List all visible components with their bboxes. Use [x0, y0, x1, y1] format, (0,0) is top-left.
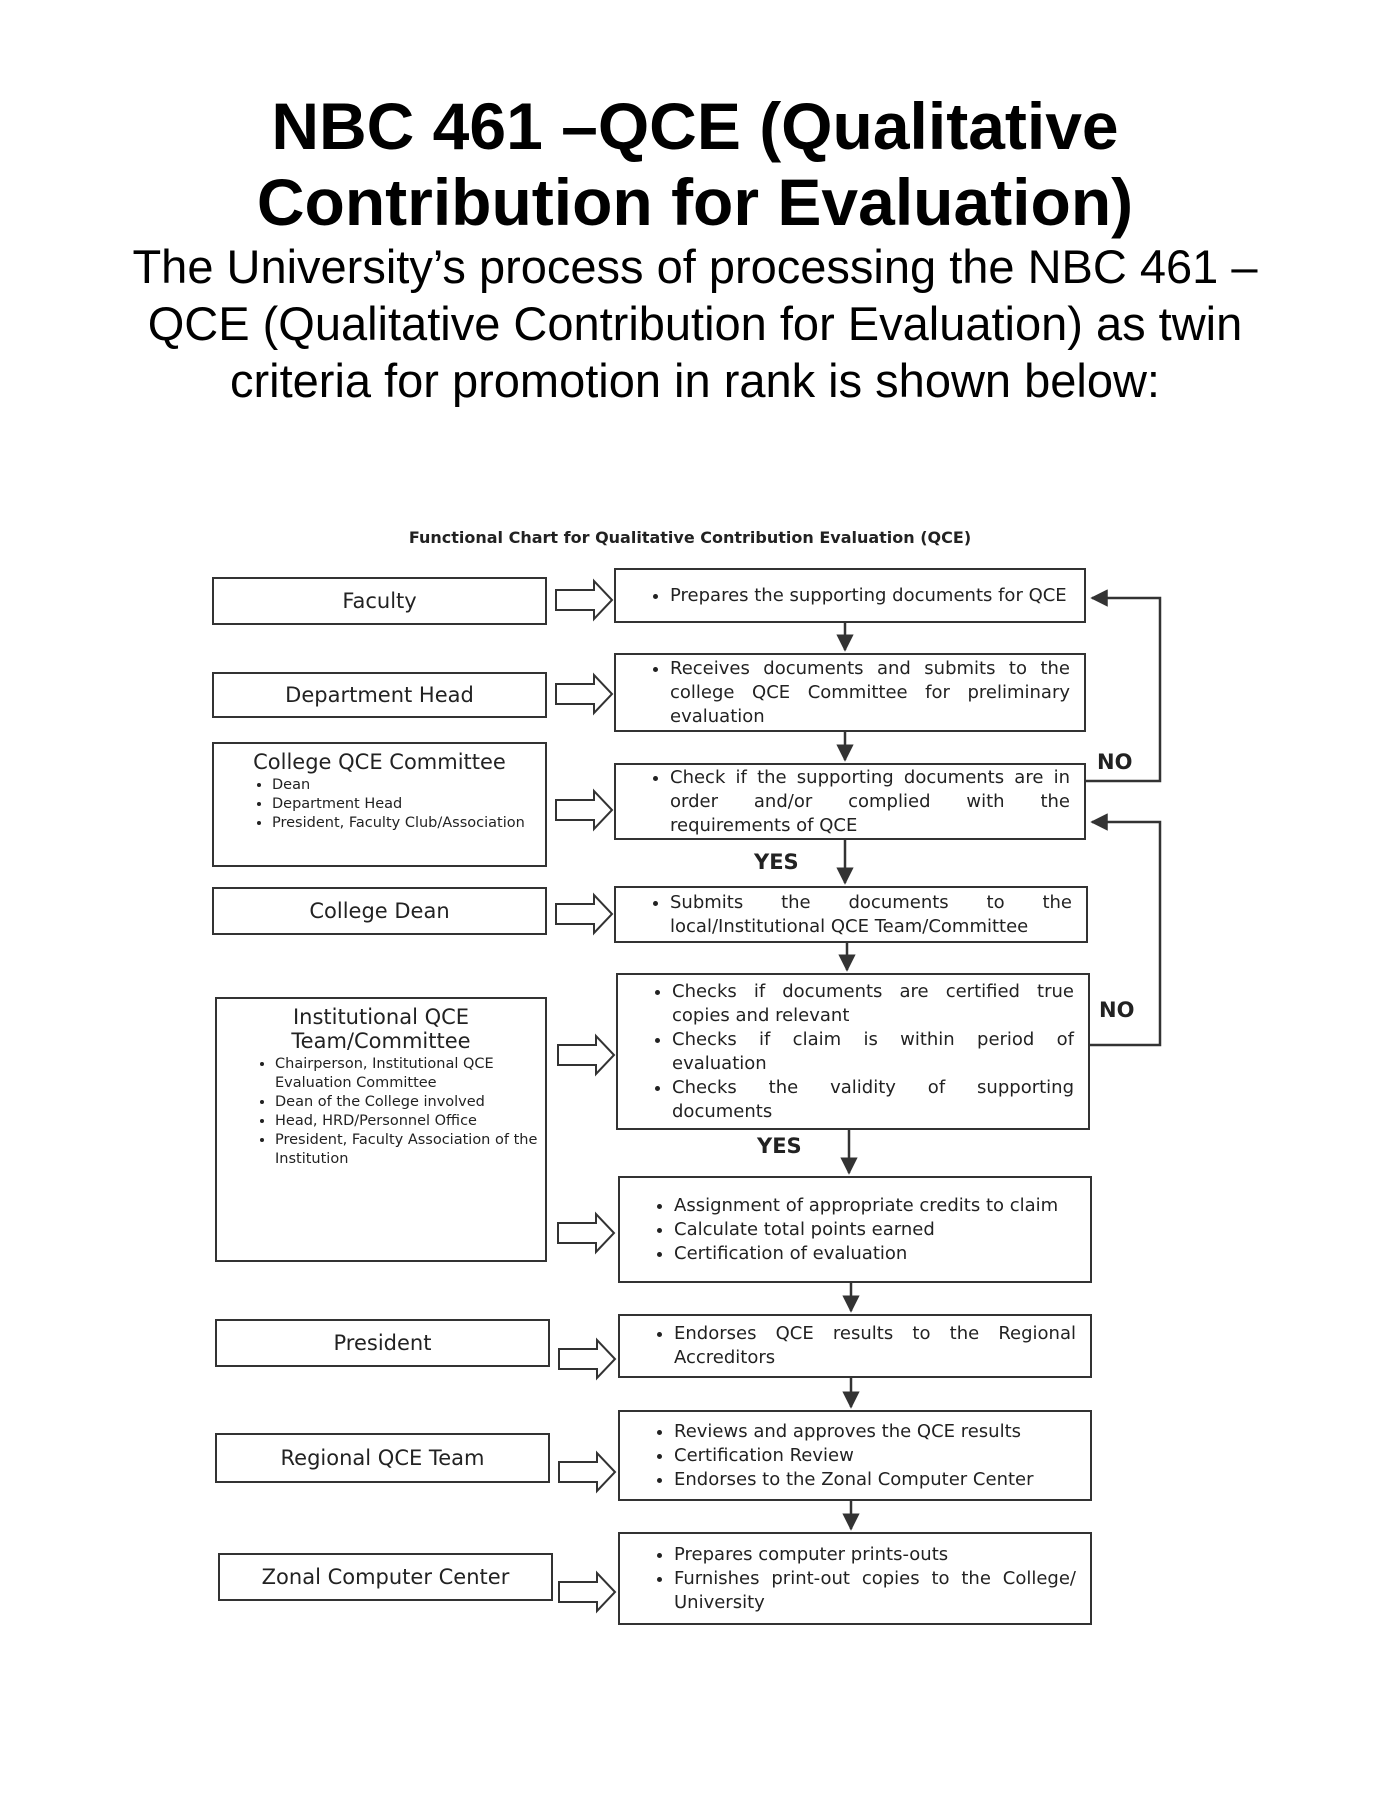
actor-label-line-2: Team/Committee	[291, 1029, 471, 1053]
step-item: Prepares the supporting documents for QC…	[670, 584, 1070, 608]
actor-label: College QCE Committee	[253, 750, 506, 774]
actor-label: Department Head	[285, 683, 474, 707]
member-item: President, Faculty Association of the In…	[275, 1131, 545, 1169]
step-list: Check if the supporting documents are in…	[616, 766, 1084, 838]
step-list: Endorses QCE results to the Regional Acc…	[620, 1322, 1090, 1370]
actor-regional-qce-team: Regional QCE Team	[215, 1433, 550, 1483]
intro-line-1: The University’s process of processing t…	[132, 240, 1258, 293]
block-arrow-zonal	[558, 1570, 617, 1614]
step-item: Receives documents and submits to the co…	[670, 657, 1070, 729]
step-item: Checks the validity of supporting docume…	[672, 1076, 1074, 1124]
step-item: Reviews and approves the QCE results	[674, 1420, 1076, 1444]
block-arrow-dept-head	[555, 672, 614, 716]
step-item: Certification of evaluation	[674, 1242, 1076, 1266]
intro-line-3: criteria for promotion in rank is shown …	[230, 354, 1160, 407]
step-list: Prepares the supporting documents for QC…	[616, 584, 1084, 608]
actor-label: President	[333, 1331, 432, 1355]
feedback-loop-no-2	[1090, 813, 1162, 1047]
actor-label: College Dean	[309, 899, 450, 923]
block-arrow-college-committee	[555, 788, 614, 832]
decision-no-1: NO	[1097, 750, 1133, 774]
step-list: Assignment of appropriate credits to cla…	[620, 1194, 1090, 1266]
block-arrow-regional	[558, 1450, 617, 1494]
actor-president: President	[215, 1319, 550, 1367]
page-title-line-2: Contribution for Evaluation)	[256, 165, 1134, 239]
member-item: Dean of the College involved	[275, 1093, 545, 1112]
decision-yes-2: YES	[757, 1134, 802, 1158]
intro-line-2: QCE (Qualitative Contribution for Evalua…	[147, 297, 1243, 350]
actor-label: Faculty	[342, 589, 417, 613]
member-item: Dean	[272, 776, 545, 795]
decision-yes-1: YES	[754, 850, 799, 874]
actor-label-line-1: Institutional QCE	[292, 1005, 470, 1029]
step-printouts: Prepares computer prints-outs Furnishes …	[618, 1532, 1092, 1625]
actor-faculty: Faculty	[212, 577, 547, 625]
step-list: Prepares computer prints-outs Furnishes …	[620, 1543, 1090, 1615]
intro-paragraph: The University’s process of processing t…	[60, 238, 1330, 409]
step-item: Checks if documents are certified true c…	[672, 980, 1074, 1028]
actor-department-head: Department Head	[212, 672, 547, 718]
member-item: Chairperson, Institutional QCE Evaluatio…	[275, 1055, 545, 1093]
member-item: President, Faculty Club/Association	[272, 814, 545, 833]
chart-title: Functional Chart for Qualitative Contrib…	[408, 528, 972, 547]
decision-no-2: NO	[1099, 998, 1135, 1022]
step-item: Prepares computer prints-outs	[674, 1543, 1076, 1567]
step-list: Checks if documents are certified true c…	[618, 980, 1088, 1124]
step-item: Calculate total points earned	[674, 1218, 1076, 1242]
step-list: Submits the documents to the local/Insti…	[616, 891, 1086, 939]
block-arrow-college-dean	[555, 892, 614, 936]
step-item: Endorses QCE results to the Regional Acc…	[674, 1322, 1076, 1370]
block-arrow-institutional-1	[557, 1033, 616, 1077]
step-submits-to-institutional: Submits the documents to the local/Insti…	[614, 886, 1088, 943]
page-title: NBC 461 –QCE (Qualitative Contribution f…	[0, 88, 1390, 240]
step-item: Furnishes print-out copies to the Colleg…	[674, 1567, 1076, 1615]
step-item: Check if the supporting documents are in…	[670, 766, 1070, 838]
step-item: Submits the documents to the local/Insti…	[670, 891, 1072, 939]
actor-college-qce-committee: College QCE Committee Dean Department He…	[212, 742, 547, 867]
member-list: Chairperson, Institutional QCE Evaluatio…	[217, 1055, 545, 1169]
block-arrow-president	[558, 1337, 617, 1381]
step-list: Reviews and approves the QCE results Cer…	[620, 1420, 1090, 1492]
step-item: Assignment of appropriate credits to cla…	[674, 1194, 1076, 1218]
block-arrow-faculty	[555, 578, 614, 622]
step-institutional-checks: Checks if documents are certified true c…	[616, 973, 1090, 1130]
step-list: Receives documents and submits to the co…	[616, 657, 1084, 729]
actor-label: Zonal Computer Center	[261, 1565, 510, 1589]
step-item: Endorses to the Zonal Computer Center	[674, 1468, 1076, 1492]
block-arrow-institutional-2	[557, 1211, 616, 1255]
member-item: Head, HRD/Personnel Office	[275, 1112, 545, 1131]
actor-label: Regional QCE Team	[280, 1446, 485, 1470]
member-item: Department Head	[272, 795, 545, 814]
step-item: Certification Review	[674, 1444, 1076, 1468]
step-endorses-results: Endorses QCE results to the Regional Acc…	[618, 1314, 1092, 1378]
member-list: Dean Department Head President, Faculty …	[214, 776, 545, 833]
step-credit-assignment: Assignment of appropriate credits to cla…	[618, 1176, 1092, 1283]
step-item: Checks if claim is within period of eval…	[672, 1028, 1074, 1076]
step-check-documents: Check if the supporting documents are in…	[614, 763, 1086, 840]
step-prepares-documents: Prepares the supporting documents for QC…	[614, 568, 1086, 623]
feedback-loop-no-1	[1085, 589, 1162, 783]
actor-institutional-qce-team: Institutional QCE Team/Committee Chairpe…	[215, 997, 547, 1262]
actor-zonal-computer-center: Zonal Computer Center	[218, 1553, 553, 1601]
actor-college-dean: College Dean	[212, 887, 547, 935]
step-receives-documents: Receives documents and submits to the co…	[614, 653, 1086, 732]
page-title-line-1: NBC 461 –QCE (Qualitative	[271, 89, 1119, 163]
step-regional-review: Reviews and approves the QCE results Cer…	[618, 1410, 1092, 1501]
